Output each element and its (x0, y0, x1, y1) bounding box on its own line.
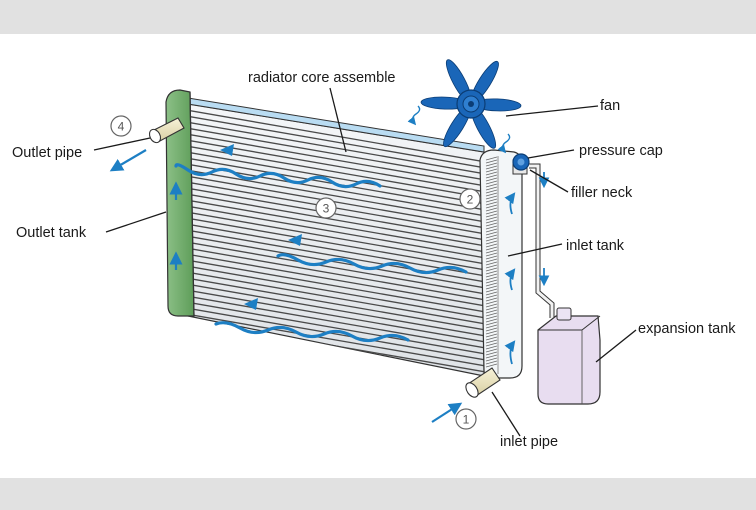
label-radiator-core: radiator core assemble (248, 70, 396, 86)
label-expansion-tank: expansion tank (638, 321, 736, 337)
top-border-band (0, 0, 756, 34)
marker-4: 4 (110, 115, 132, 137)
bottom-border-band (0, 478, 756, 510)
label-pressure-cap: pressure cap (579, 143, 663, 159)
svg-text:4: 4 (118, 120, 125, 134)
inlet-tank (479, 149, 523, 379)
coolant-flow (174, 163, 468, 343)
outlet-tank (165, 89, 195, 317)
marker-2: 2 (459, 188, 481, 210)
label-fan: fan (600, 98, 620, 114)
marker-1: 1 (455, 408, 477, 430)
inlet-pipe (431, 367, 501, 423)
pressure-cap (512, 153, 530, 171)
coolant-flow-arrowheads (220, 144, 302, 310)
svg-text:2: 2 (467, 193, 474, 207)
leader-lines (93, 87, 637, 437)
label-filler-neck: filler neck (571, 185, 633, 201)
svg-text:1: 1 (463, 413, 470, 427)
outlet-pipe (109, 117, 185, 172)
radiator-core (187, 97, 485, 377)
fan (407, 59, 522, 154)
expansion-tank (537, 307, 601, 405)
svg-text:3: 3 (323, 202, 330, 216)
label-inlet-pipe: inlet pipe (500, 434, 558, 450)
overflow-hose (529, 163, 555, 318)
label-inlet-tank: inlet tank (566, 238, 625, 254)
label-outlet-tank: Outlet tank (16, 225, 87, 241)
marker-3: 3 (315, 197, 337, 219)
label-outlet-pipe: Outlet pipe (12, 145, 82, 161)
